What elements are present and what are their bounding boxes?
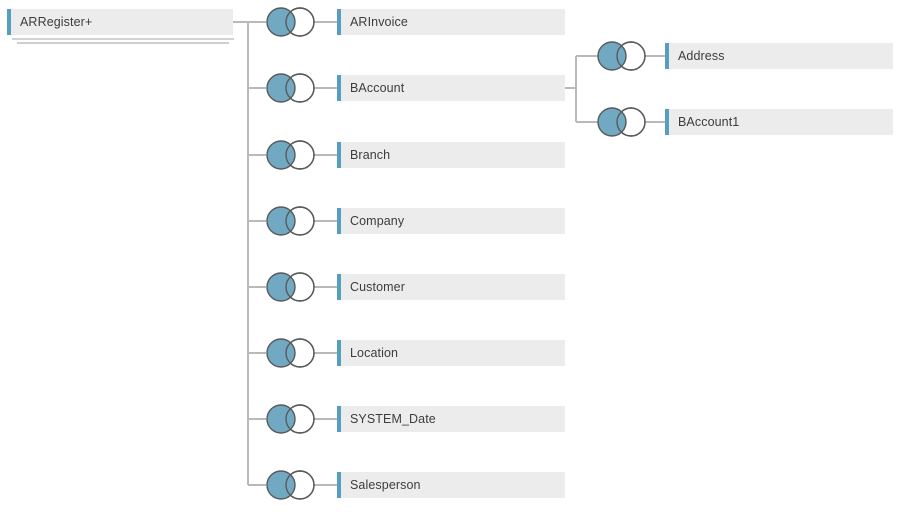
table-label: SYSTEM_Date	[350, 412, 436, 426]
table-accent-bar	[7, 9, 11, 35]
table-node-customer[interactable]: Customer	[337, 274, 565, 300]
table-label: Customer	[350, 280, 405, 294]
left-join-icon[interactable]	[597, 105, 647, 139]
table-accent-bar	[337, 274, 341, 300]
left-join-icon[interactable]	[266, 138, 316, 172]
root-table-node-arregister[interactable]: ARRegister+	[7, 9, 233, 35]
table-node-location[interactable]: Location	[337, 340, 565, 366]
table-label: Salesperson	[350, 478, 421, 492]
table-label: ARInvoice	[350, 15, 408, 29]
table-label: Branch	[350, 148, 391, 162]
table-label: BAccount	[350, 81, 405, 95]
left-join-icon[interactable]	[266, 5, 316, 39]
left-join-icon[interactable]	[266, 402, 316, 436]
table-accent-bar	[337, 406, 341, 432]
table-label: Location	[350, 346, 399, 360]
table-node-baccount[interactable]: BAccount	[337, 75, 565, 101]
table-accent-bar	[337, 75, 341, 101]
table-node-arinvoice[interactable]: ARInvoice	[337, 9, 565, 35]
table-label: Company	[350, 214, 405, 228]
root-table-label: ARRegister+	[20, 15, 93, 29]
left-join-icon[interactable]	[266, 468, 316, 502]
union-stack-line	[17, 42, 229, 44]
left-join-icon[interactable]	[266, 71, 316, 105]
table-node-baccount1[interactable]: BAccount1	[665, 109, 893, 135]
table-accent-bar	[337, 142, 341, 168]
connector-path	[233, 21, 665, 486]
union-stack-line	[12, 38, 234, 40]
table-accent-bar	[665, 109, 669, 135]
table-label: BAccount1	[678, 115, 740, 129]
left-join-icon[interactable]	[597, 39, 647, 73]
table-accent-bar	[337, 472, 341, 498]
table-accent-bar	[337, 9, 341, 35]
left-join-icon[interactable]	[266, 336, 316, 370]
left-join-icon[interactable]	[266, 270, 316, 304]
table-node-company[interactable]: Company	[337, 208, 565, 234]
table-node-branch[interactable]: Branch	[337, 142, 565, 168]
table-node-salesperson[interactable]: Salesperson	[337, 472, 565, 498]
table-accent-bar	[337, 340, 341, 366]
left-join-icon[interactable]	[266, 204, 316, 238]
table-label: Address	[678, 49, 725, 63]
table-node-system-date[interactable]: SYSTEM_Date	[337, 406, 565, 432]
table-accent-bar	[665, 43, 669, 69]
table-node-address[interactable]: Address	[665, 43, 893, 69]
table-accent-bar	[337, 208, 341, 234]
